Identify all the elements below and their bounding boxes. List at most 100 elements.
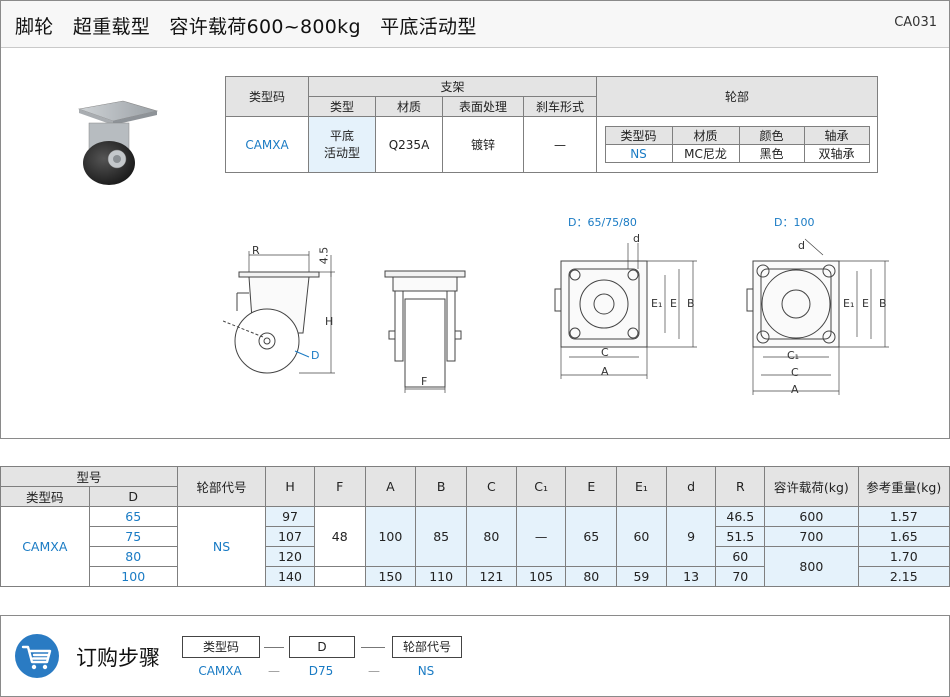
wheel-bearing: 双轴承 [803,144,870,163]
product-panel: 脚轮 超重载型 容许载荷600~800kg 平底活动型 CA031 类型码 支架… [0,0,950,439]
order-box-wheel-code: 轮部代号 [392,636,462,658]
g1-c1: — [515,506,567,567]
dim-r-label: R [252,244,260,257]
g2-d: 13 [665,566,717,587]
front-view-drawing [384,270,466,393]
wheel-header: 轮部 [596,76,878,117]
row2-h: 107 [265,526,315,547]
g2-b: 110 [415,566,467,587]
spec-surface: 镀锌 [442,116,524,173]
col-b-header: B [415,466,467,507]
g1-b: 85 [415,506,467,567]
cart-icon [15,634,59,678]
page-title: 脚轮 超重载型 容许载荷600~800kg 平底活动型 [15,16,477,38]
row4-weight: 2.15 [857,566,950,587]
order-steps-panel: 订购步骤 类型码 D 轮部代号 CAMXA — D75 — NS [0,615,950,697]
bracket-col-brake: 刹车形式 [523,96,597,117]
row4-d: 100 [88,566,178,587]
row1-r: 46.5 [715,506,766,527]
g2-e1: 59 [616,566,667,587]
col-d-header: d [665,466,717,507]
side-view-drawing [223,251,335,374]
title-bar: 脚轮 超重载型 容许载荷600~800kg 平底活动型 CA031 [1,1,949,48]
caster-photo [77,100,159,185]
wheel-material: MC尼龙 [671,144,740,163]
g1-a: 100 [364,506,417,567]
col-e-header: E [565,466,618,507]
order-value-wheel-code: NS [417,664,435,678]
dim-h-label: H [325,315,334,328]
row2-weight: 1.65 [857,526,950,547]
col-c-header: C [466,466,517,507]
wheel-col-bearing: 轴承 [803,126,870,145]
table-wheel-code: NS [176,506,267,587]
top1-c-label: C [601,346,609,359]
wheel-code: NS [604,144,673,163]
top1-b-label: B [687,297,695,310]
row3-d: 80 [88,546,178,567]
col-e1-header: E₁ [616,466,667,507]
top1-caption: D：65/75/80 [568,216,637,229]
col-load-header: 容许载荷(kg) [764,466,859,507]
wheel-cell: 类型码 材质 颜色 轴承 NS MC尼龙 黑色 双轴承 [596,116,878,173]
g2-c1: 105 [515,566,567,587]
type-code-col-header: 类型码 [0,486,90,507]
g2-e: 80 [565,566,618,587]
row3-weight: 1.70 [857,546,950,567]
row3-r: 60 [715,546,766,567]
top2-a-label: A [791,383,799,396]
order-value-type-code: CAMXA [198,664,242,678]
wheel-color: 黑色 [738,144,805,163]
order-box-d: D [289,636,355,658]
model-header: 型号 [0,466,178,487]
row1-h: 97 [265,506,315,527]
g1-c: 80 [466,506,517,567]
col-f-header: F [313,466,366,507]
top1-d-label: d [633,232,640,245]
row1-load: 600 [764,506,859,527]
col-c1-header: C₁ [515,466,567,507]
bracket-col-type: 类型 [308,96,376,117]
top1-e-label: E [670,297,677,310]
wheel-code-header: 轮部代号 [176,466,267,507]
row2-r: 51.5 [715,526,766,547]
top2-caption: D：100 [774,216,815,229]
wheel-col-color: 颜色 [738,126,805,145]
top2-c-label: C [791,366,799,379]
dim-d-label: D [311,349,320,362]
spec-brake: — [523,116,597,173]
top-view-1-drawing [554,243,697,379]
bracket-header: 支架 [308,76,597,97]
wheel-subtable: 类型码 材质 颜色 轴承 NS MC尼龙 黑色 双轴承 [604,126,870,163]
col-a-header: A [364,466,417,507]
dimension-table: 型号 轮部代号 H F A B C C₁ E E₁ d R 容许载荷(kg) 参… [0,466,950,587]
order-dash-1: — [268,664,280,678]
wheel-col-material: 材质 [671,126,740,145]
row4-f [313,566,366,587]
col-r-header: R [715,466,766,507]
col-weight-header: 参考重量(kg) [857,466,950,507]
top1-e1-label: E₁ [651,297,663,310]
row2-d: 75 [88,526,178,547]
row1-weight: 1.57 [857,506,950,527]
order-connector-1 [264,647,284,648]
spec-table: 类型码 支架 轮部 类型 材质 表面处理 刹车形式 CAMXA 平底 活动型 Q… [225,76,878,173]
order-box-type-code: 类型码 [182,636,260,658]
top2-b-label: B [879,297,887,310]
dim-45-label: 4.5 [317,246,331,265]
g1-e1: 60 [616,506,667,567]
spec-material: Q235A [375,116,443,173]
row2-load: 700 [764,526,859,547]
top2-d-label: d [798,239,805,252]
top2-c1-label: C₁ [787,349,800,362]
top-view-2-drawing [746,238,889,395]
order-value-d: D75 [308,664,334,678]
row1-d: 65 [88,506,178,527]
order-dash-2: — [368,664,380,678]
dim-f-label: F [421,375,428,388]
bracket-col-surface: 表面处理 [442,96,524,117]
g2-c: 121 [466,566,517,587]
wheel-col-code: 类型码 [604,126,673,145]
order-connector-2 [361,647,385,648]
top1-a-label: A [601,365,609,378]
